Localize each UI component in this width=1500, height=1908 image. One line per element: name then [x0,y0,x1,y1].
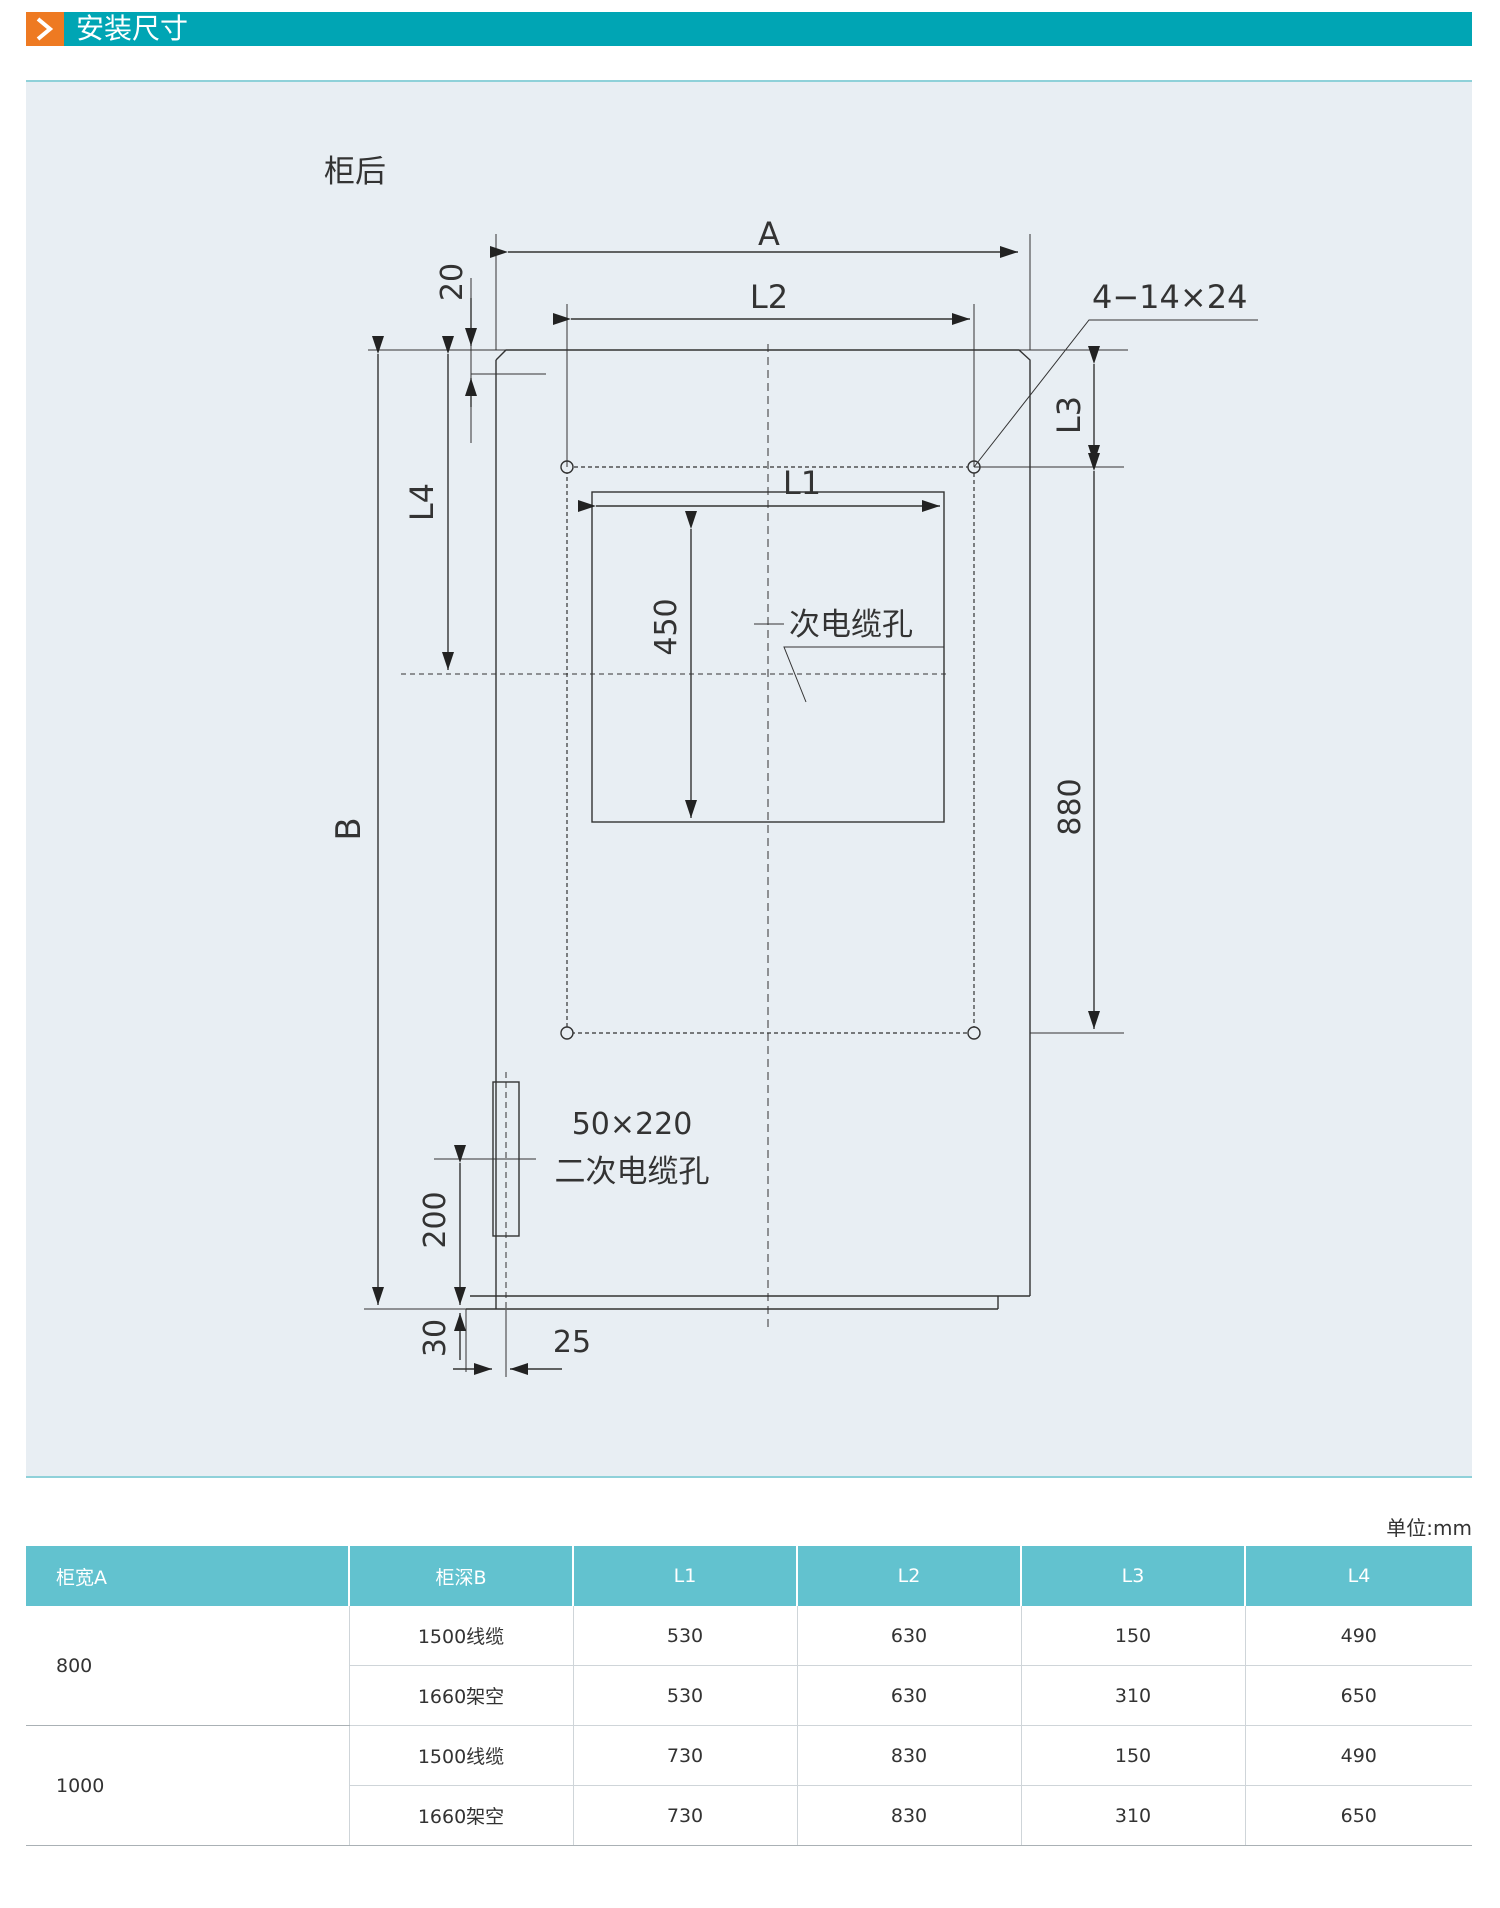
table-cell: 650 [1245,1785,1472,1846]
dimension-20-label: 20 [435,263,470,301]
dimension-b-label: B [329,817,369,840]
unit-label: 单位:mm [1386,1516,1472,1540]
mounting-hole-pattern [560,460,981,1040]
table-cell: 730 [573,1725,798,1786]
table-cell: 630 [797,1665,1022,1726]
column-header: L4 [1245,1546,1472,1606]
dimension-450-label: 450 [649,598,684,655]
dimension-a-label: A [758,215,780,253]
table-header-row: 柜宽A 柜深B L1 L2 L3 L4 [26,1546,1472,1606]
table-cell: 150 [1021,1606,1246,1666]
table-row: 1660架空 530 630 310 650 [26,1665,1472,1726]
column-header: 柜深B [349,1546,574,1606]
mounting-hole [560,1026,574,1040]
table-cell: 830 [797,1785,1022,1846]
table-cell: 310 [1021,1665,1246,1726]
cabinet-outline [364,349,1128,1310]
primary-cable-opening [591,491,945,823]
mounting-hole [967,1026,981,1040]
table-cell: 630 [797,1606,1022,1666]
dimension-table: 柜宽A 柜深B L1 L2 L3 L4 800 1500线缆 530 630 1… [26,1546,1472,1846]
table-cell: 1660架空 [349,1665,574,1726]
table-cell: 1500线缆 [349,1606,574,1666]
table-cell: 490 [1245,1725,1472,1786]
installation-diagram: A L2 4−14×24 L3 880 L1 450 次电缆孔 20 [324,154,1258,1377]
dimension-l3-label: L3 [1050,396,1088,434]
section-header: 安装尺寸 [26,12,1472,46]
table-row: 1660架空 730 830 310 650 [26,1785,1472,1846]
table-cell: 150 [1021,1725,1246,1786]
column-header: L2 [797,1546,1022,1606]
table-cell: 530 [573,1665,798,1726]
table-cell: 1660架空 [349,1785,574,1846]
secondary-hole-label: 二次电缆孔 [555,1154,710,1190]
column-header: L3 [1021,1546,1246,1606]
table-cell: 1500线缆 [349,1725,574,1786]
holes-leader [973,319,1258,468]
dimension-l1-label: L1 [783,464,821,502]
table-cell: 310 [1021,1785,1246,1846]
table-cell: 530 [573,1606,798,1666]
table-cell: 730 [573,1785,798,1846]
holes-spec-label: 4−14×24 [1092,278,1247,316]
table-cell: 830 [797,1725,1022,1786]
cabinet-width-cell: 1000 [26,1725,350,1846]
secondary-hole-size-label: 50×220 [572,1107,693,1142]
dimension-880-label: 880 [1053,778,1088,835]
dimension-30-label: 30 [418,1319,453,1357]
dimension-25-label: 25 [553,1325,591,1360]
chevron-right-icon [26,12,64,46]
table-row: 1000 1500线缆 730 830 150 490 [26,1725,1472,1846]
dimension-l4-label: L4 [403,483,441,521]
view-label: 柜后 [324,154,386,190]
table-row: 800 1500线缆 530 630 150 490 [26,1606,1472,1726]
section-title: 安装尺寸 [76,12,189,45]
table-cell: 490 [1245,1606,1472,1666]
primary-hole-label: 次电缆孔 [789,607,913,643]
installation-diagram-panel: A L2 4−14×24 L3 880 L1 450 次电缆孔 20 [26,80,1472,1478]
table-cell: 650 [1245,1665,1472,1726]
column-header: L1 [573,1546,798,1606]
column-header: 柜宽A [26,1546,350,1606]
cabinet-width-cell: 800 [26,1606,350,1726]
dimension-200-label: 200 [418,1191,453,1248]
dimension-l2-label: L2 [750,278,788,316]
